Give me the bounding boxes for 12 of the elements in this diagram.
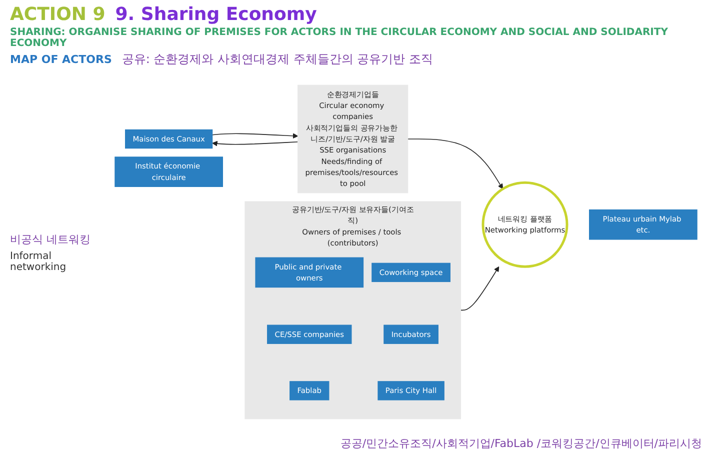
arrow (460, 266, 500, 311)
arrow (407, 138, 504, 190)
subtitle: SHARING: ORGANISE SHARING OF PREMISES FOR ACTORS IN THE CIRCULAR ECONOMY AND SOCIAL AND SOLIDARITY ECONOMY (10, 27, 669, 49)
edge-note: 비공식 네트워킹 (10, 232, 92, 246)
note: 공공/민간소유조직/사회적기업/FabLab /코워킹공간/인큐베이터/파리시청 (339, 436, 702, 451)
edge-note: Informal networking (10, 250, 68, 272)
section-heading: MAP OF ACTORS (10, 53, 112, 66)
arrow (212, 133, 298, 139)
action-heading: ACTION 9 (10, 4, 106, 25)
title: 9. Sharing Economy (115, 4, 317, 25)
arrow (212, 140, 298, 146)
korean-subtitle: 공유: 순환경제와 사회연대경제 주체들간의 공유기반 조직 (122, 51, 434, 68)
